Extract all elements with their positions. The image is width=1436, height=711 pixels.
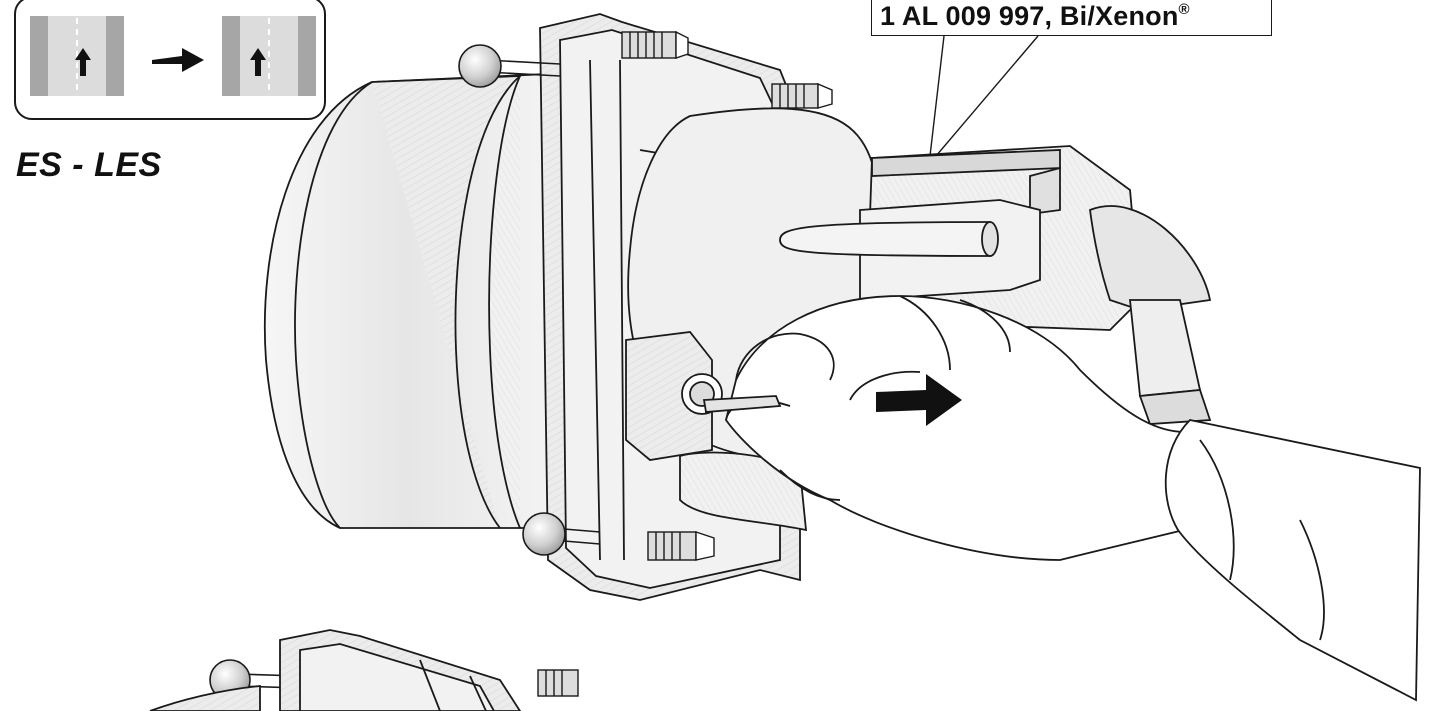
road-after-icon: [222, 16, 316, 96]
switch-arrow-icon: [152, 48, 204, 72]
pull-direction-arrow-icon: [876, 374, 962, 426]
headlamp-lens-housing: [263, 73, 549, 529]
registered-mark: ®: [1178, 1, 1190, 18]
part-number-text: 1 AL 009 997, Bi/Xenon: [880, 1, 1179, 31]
label-leader-lines: [929, 35, 1039, 157]
part-number-label: 1 AL 009 997, Bi/Xenon®: [871, 0, 1272, 36]
hand-illustration: [702, 295, 1421, 702]
bulb-socket: [625, 331, 808, 532]
traffic-switch-graphic: [30, 16, 316, 96]
secondary-headlamp: [149, 629, 522, 711]
road-before-icon: [30, 16, 124, 96]
mode-label: ES - LES: [16, 146, 162, 184]
traffic-switch-inset: [14, 0, 326, 120]
